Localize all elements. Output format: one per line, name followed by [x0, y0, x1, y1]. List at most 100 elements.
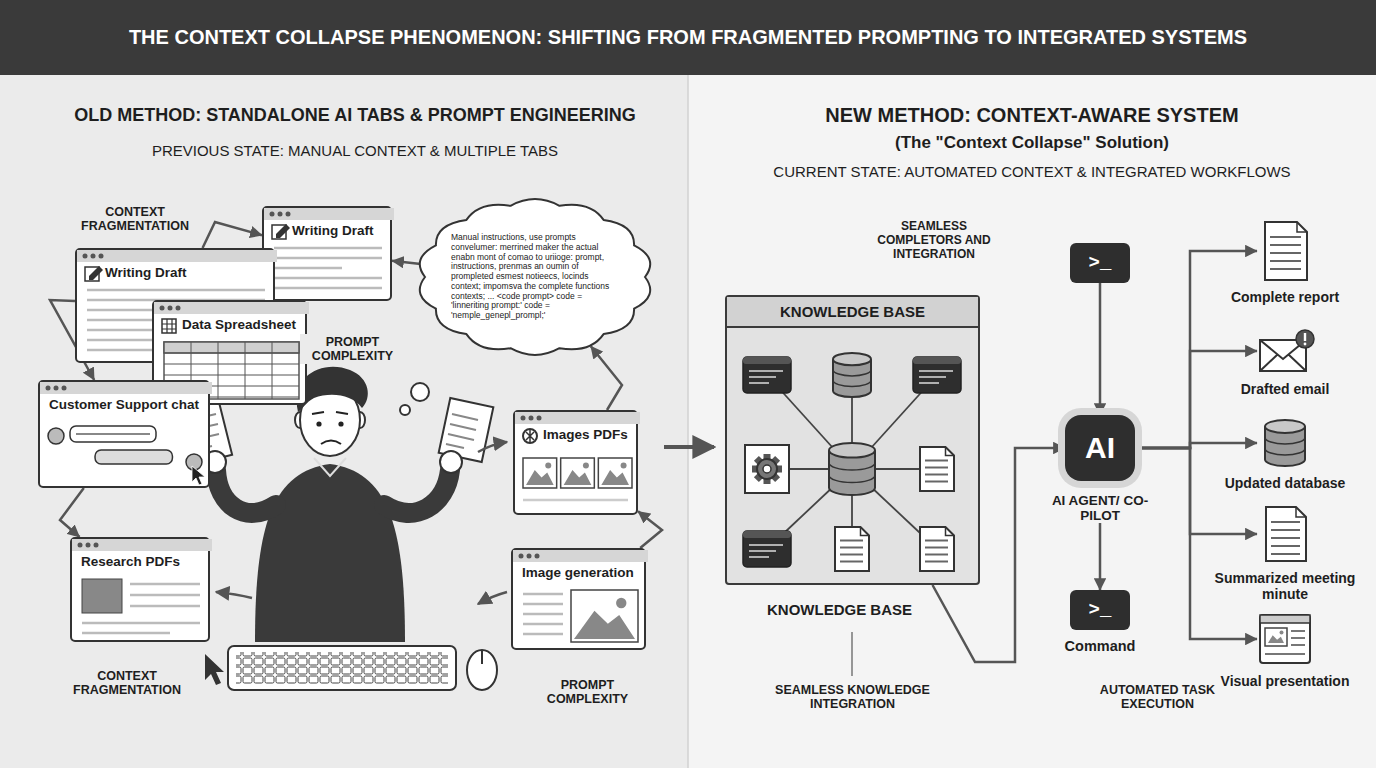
window-chrome-part	[48, 428, 64, 444]
mouse-pointer	[205, 654, 224, 685]
transition-arrow	[664, 445, 714, 449]
window-chrome-part	[519, 554, 524, 559]
output-icon-part	[1271, 545, 1300, 547]
window-chrome-part	[162, 319, 176, 333]
knowledge-network-part	[840, 547, 863, 549]
panel-heading: (The "Context Collapse" Solution)	[892, 132, 1172, 154]
output-icon-part	[1265, 420, 1305, 433]
cloud-outline-part	[420, 199, 650, 355]
person-figure-part	[446, 414, 478, 448]
knowledge-network-part	[829, 463, 875, 470]
knowledge-network-part	[840, 554, 863, 556]
output-item: Updated database	[1210, 418, 1360, 491]
knowledge-network-part	[861, 527, 870, 536]
node-text: KNOWLEDGE BASE	[727, 297, 978, 328]
panel-heading: NEW METHOD: CONTEXT-AWARE SYSTEM	[822, 103, 1241, 128]
output-icon-part	[1265, 437, 1305, 443]
node-text: Drafted email	[1210, 381, 1360, 397]
knowledge-network-part	[749, 370, 783, 372]
window-chrome-part	[245, 342, 246, 399]
knowledge-network-part	[749, 550, 776, 552]
node-text: Summarized meeting minute	[1210, 570, 1360, 602]
window-chrome-part	[264, 208, 394, 220]
window-chrome-part	[274, 247, 382, 250]
left-panel	[0, 0, 688, 768]
window-chrome-part	[523, 458, 557, 488]
window-chrome-part	[82, 632, 170, 635]
diagram-title: THE CONTEXT COLLAPSE PHENOMENON: SHIFTIN…	[129, 26, 1247, 49]
person-figure-part	[314, 458, 346, 476]
output-item: Visual presentation	[1210, 612, 1360, 689]
app-window: Customer Support chat	[38, 380, 210, 488]
node-text: Visual presentation	[1210, 673, 1360, 689]
thought-bubbles-part	[400, 405, 410, 415]
knowledge-network-part	[840, 540, 863, 542]
panel-heading: OLD METHOD: STANDALONE AI TABS & PROMPT …	[71, 104, 639, 127]
node-text: >_	[1089, 599, 1112, 621]
knowledge-network-part	[749, 544, 783, 546]
window-chrome-part	[537, 416, 542, 421]
window-chrome-part	[162, 319, 176, 333]
person-figure-part	[440, 451, 462, 473]
callout-label: CONTEXT FRAGMENTATION	[75, 204, 195, 234]
output-icon-part	[1260, 615, 1310, 623]
output-icon-part	[1265, 449, 1305, 455]
agent-icon: AI	[1065, 415, 1135, 481]
title-bar: THE CONTEXT COLLAPSE PHENOMENON: SHIFTIN…	[0, 0, 1376, 75]
window-chrome-part	[561, 458, 595, 488]
window-chrome-part	[571, 590, 638, 642]
callout-label: PROMPT COMPLEXITY	[300, 334, 405, 364]
node-text: Data Spreadsheet	[182, 317, 296, 332]
window-chrome-part	[94, 543, 99, 548]
window-chrome-part	[270, 212, 275, 217]
window-chrome-part	[276, 224, 290, 238]
output-icon-part	[1270, 244, 1301, 246]
window-chrome-part	[62, 386, 67, 391]
window-chrome-part	[164, 375, 299, 376]
window-chrome-part	[523, 613, 563, 616]
window-chrome-part	[526, 429, 534, 443]
knowledge-network-part	[925, 474, 948, 476]
connector-arrow	[203, 222, 262, 248]
window-chrome-part	[616, 598, 626, 608]
window-chrome-part	[521, 416, 526, 421]
knowledge-network-part	[829, 443, 875, 458]
node-text: KNOWLEDGE BASE	[767, 601, 912, 618]
window-chrome-part	[192, 466, 205, 485]
output-icon-part	[1260, 615, 1310, 663]
person-figure-part	[312, 412, 348, 414]
knowledge-network-part	[835, 527, 869, 571]
window-chrome-part	[523, 623, 563, 626]
knowledge-network-part	[833, 353, 871, 365]
window-chrome-part	[274, 287, 382, 290]
right-panel	[688, 0, 1376, 768]
command-terminal: >_Command	[1050, 590, 1150, 654]
knowledge-network-part	[745, 445, 789, 493]
connector-arrow	[1099, 523, 1102, 590]
output-icon	[1257, 220, 1313, 282]
window-chrome-part	[164, 353, 299, 354]
window-chrome-part	[601, 470, 629, 485]
connector-arrow	[1135, 448, 1257, 534]
knowledge-network-part	[743, 357, 791, 364]
knowledge-network-part	[925, 460, 948, 462]
output-icon-part	[1265, 653, 1305, 655]
knowledge-network-part	[743, 531, 791, 567]
window-chrome-part	[76, 433, 150, 435]
node-text: Writing Draft	[292, 223, 374, 238]
window-chrome-part	[274, 267, 342, 270]
window-chrome-part	[523, 429, 537, 443]
window-chrome-part	[523, 633, 563, 636]
knowledge-network-part	[920, 527, 954, 571]
knowledge-network	[727, 297, 978, 583]
output-icon-part	[1268, 635, 1284, 643]
window-chrome-part	[274, 277, 382, 280]
window-chrome	[264, 208, 394, 303]
callout-label: CONTEXT FRAGMENTATION	[62, 668, 192, 698]
node-text: Updated database	[1210, 475, 1360, 491]
mouse-part	[467, 650, 497, 690]
person-figure-part	[316, 421, 321, 426]
app-window: Images PDFs	[513, 410, 638, 515]
window-chrome-part	[272, 342, 273, 399]
output-item: Summarized meeting minute	[1210, 505, 1360, 602]
